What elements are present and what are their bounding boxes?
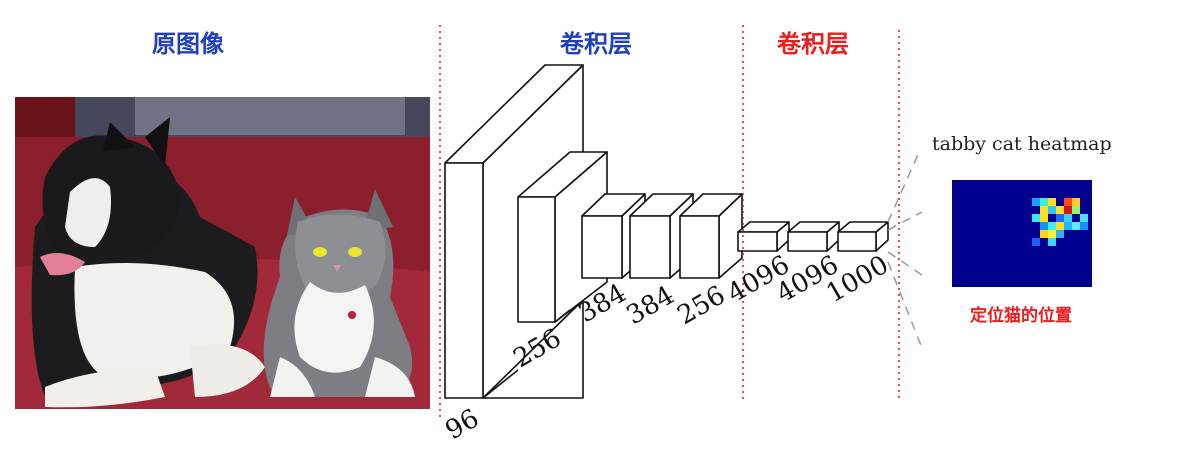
conv-layers-label: 卷积层 (560, 30, 632, 58)
section-dividers (439, 25, 900, 420)
dim-label-96: 96 (441, 404, 485, 447)
fc-layer-4096-block (737, 221, 790, 252)
heatmap-title: tabby cat heatmap (932, 133, 1112, 155)
fc-layer-4096b-block (787, 221, 840, 252)
dim-label-256b: 256 (673, 280, 731, 331)
conv-layers-label-red: 卷积层 (777, 30, 849, 58)
original-image-label: 原图像 (152, 30, 224, 58)
fc-layer-1000-block (837, 221, 889, 252)
conv-layer-256b-block (679, 193, 743, 279)
projection-lines (887, 149, 923, 349)
dim-label-384b: 384 (622, 280, 680, 331)
dog-and-cat-photo (15, 97, 430, 409)
heatmap-caption: 定位猫的位置 (970, 306, 1072, 326)
conv-layer-256-block (517, 151, 608, 323)
tabby-cat-heatmap (952, 180, 1092, 287)
